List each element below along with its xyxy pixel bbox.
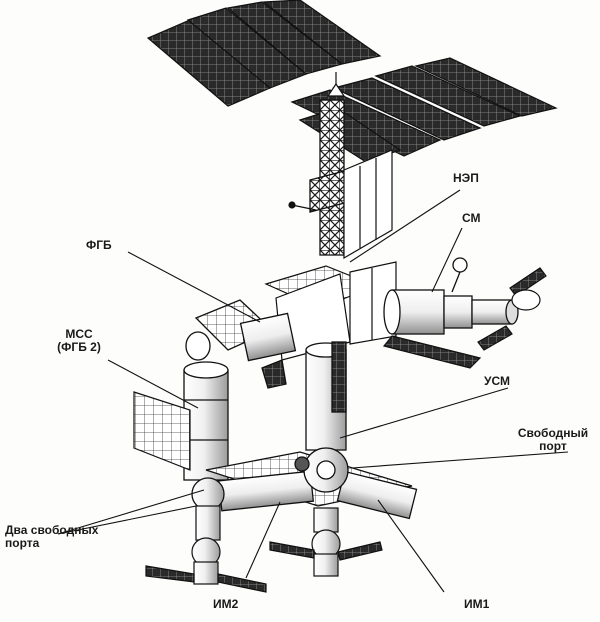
leader-two-ports-a bbox=[57, 489, 205, 535]
leader-free-port bbox=[351, 451, 569, 469]
sm-lower-panels bbox=[382, 335, 482, 369]
label-free-port: Свободный порт bbox=[510, 427, 596, 453]
label-two-free-ports: Два свободных порта bbox=[5, 524, 98, 550]
soyuz-right bbox=[477, 267, 547, 351]
leader-sm bbox=[431, 227, 463, 293]
label-im2: ИМ2 bbox=[213, 597, 239, 611]
service-module-sm bbox=[383, 257, 519, 335]
label-free-port-line1: Свободный bbox=[517, 426, 589, 440]
label-mss-line2: (ФГБ 2) bbox=[57, 340, 101, 354]
nep-radiator bbox=[288, 149, 393, 260]
leader-nep bbox=[349, 189, 461, 263]
leader-usm bbox=[339, 387, 509, 439]
label-mss: МСС (ФГБ 2) bbox=[44, 328, 114, 354]
label-im1: ИМ1 bbox=[464, 597, 490, 611]
lower-vehicle-left bbox=[145, 505, 267, 593]
label-sm: СМ bbox=[462, 211, 481, 225]
label-fgb: ФГБ bbox=[86, 238, 112, 252]
leader-lines bbox=[57, 189, 569, 593]
lower-module-cluster bbox=[191, 447, 418, 520]
usm-vertical-stack bbox=[305, 341, 347, 451]
mid-solar-array bbox=[264, 261, 397, 361]
mss-module bbox=[183, 361, 229, 481]
leader-im2 bbox=[245, 501, 281, 579]
fgb-module bbox=[185, 299, 297, 389]
label-nep: НЭП bbox=[453, 171, 479, 185]
lower-vehicle-right bbox=[269, 507, 383, 577]
label-two-free-ports-line2: порта bbox=[5, 536, 40, 550]
leader-fgb bbox=[127, 251, 261, 323]
mast-head bbox=[326, 72, 346, 97]
label-free-port-line2: порт bbox=[539, 439, 567, 453]
label-mss-line1: МСС bbox=[65, 327, 93, 341]
top-solar-array-left bbox=[146, 0, 382, 107]
label-two-free-ports-line1: Два свободных bbox=[5, 523, 99, 537]
leader-im1 bbox=[377, 499, 445, 593]
leader-mss bbox=[107, 359, 199, 409]
label-usm: УСМ bbox=[484, 374, 510, 388]
mss-solar-panel bbox=[133, 391, 191, 471]
leader-two-ports-b bbox=[57, 505, 197, 535]
